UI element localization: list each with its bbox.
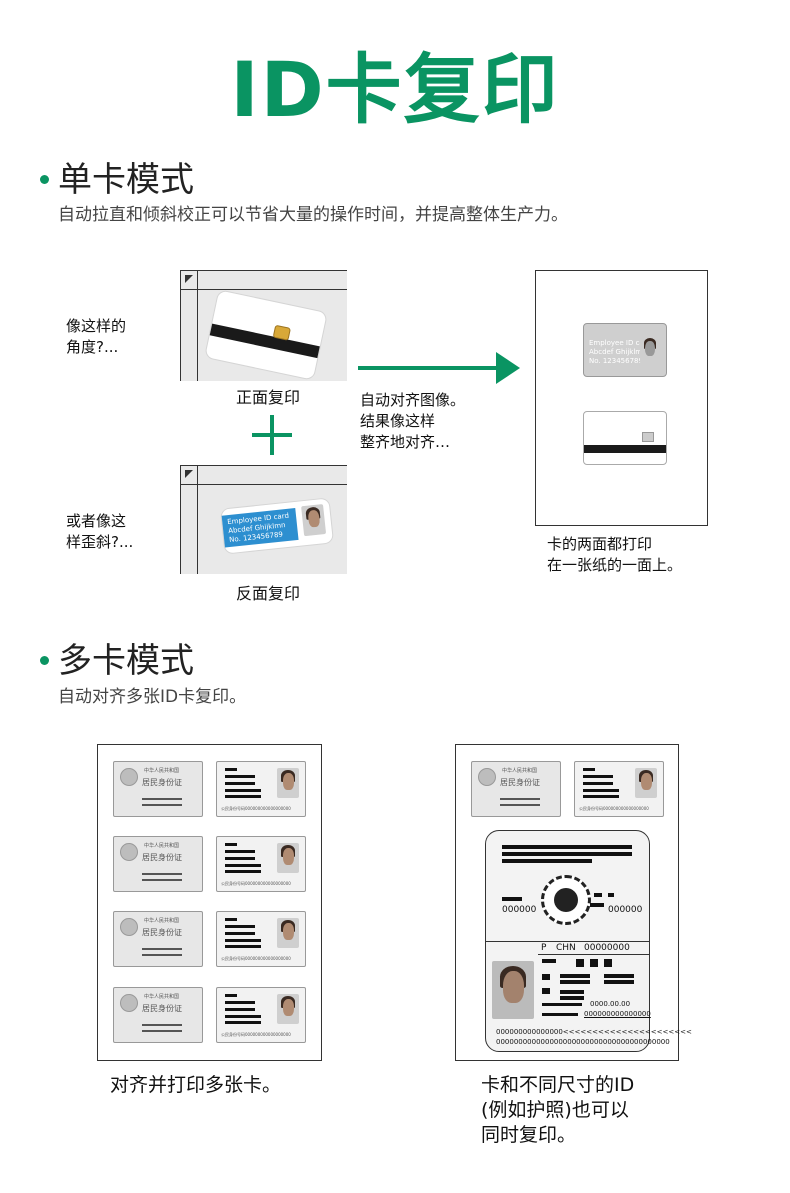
card-back-skewed: Employee ID card Abcdef Ghijklmn No. 123… [220,498,334,554]
section-description-multi: 自动对齐多张ID卡复印。 [58,687,247,707]
magnetic-stripe [209,323,320,359]
id-front-line: 居民身份证 [142,1004,182,1013]
id-card-front: 中华人民共和国居民身份证 [113,911,203,967]
id-number-value: 000000000000000000 [245,881,291,886]
arrow-text: 自动对齐图像。结果像这样整齐地对齐… [360,391,466,451]
id-number-label: 公民身份号码 [221,881,245,886]
section-heading-multi: 多卡模式 [58,641,194,681]
section-heading-single: 单卡模式 [58,160,194,200]
multi-right-caption: 卡和不同尺寸的ID (例如护照)也可以 同时复印。 [481,1074,635,1146]
card-front-tilted [205,290,327,380]
id-front-line: 居民身份证 [500,778,540,787]
front-copy-label: 正面复印 [236,388,301,407]
section-description-single: 自动拉直和倾斜校正可以节省大量的操作时间，并提高整体生产力。 [58,205,568,225]
result-page: Employee ID card Abcdef Ghijklmn No. 123… [535,270,708,526]
photo-portrait [640,336,660,364]
photo-portrait [301,504,327,537]
id-front-line: 中华人民共和国 [144,843,180,849]
scanner-glass-back: Employee ID card Abcdef Ghijklmn No. 123… [180,465,347,574]
page-title: ID卡复印 [230,45,560,134]
corner-marker-icon [185,275,193,283]
id-front-line: 中华人民共和国 [502,768,538,774]
id-card-front: 中华人民共和国居民身份证 [471,761,561,817]
result-card-back [583,411,667,465]
id-photo [635,768,657,798]
id-number-label: 公民身份号码 [221,1032,245,1037]
arrow-head-icon [496,352,520,384]
id-front-line: 居民身份证 [142,853,182,862]
note-angle: 像这样的角度?... [66,317,127,356]
bullet-icon [40,656,49,665]
plus-icon [252,415,292,455]
arrow-right-icon [358,366,498,370]
chip-icon [642,432,654,442]
id-photo [277,918,299,948]
id-front-line: 中华人民共和国 [144,994,180,1000]
id-front-line: 中华人民共和国 [144,768,180,774]
national-emblem-icon [120,843,138,861]
id-number-label: 公民身份号码 [221,956,245,961]
id-front-line: 中华人民共和国 [144,918,180,924]
id-photo [277,994,299,1024]
corner-marker-icon [185,470,193,478]
id-number-value: 000000000000000000 [603,806,649,811]
id-card-front: 中华人民共和国居民身份证 [113,836,203,892]
national-emblem-icon [478,768,496,786]
note-skew: 或者像这样歪斜?... [66,512,134,551]
id-card-front: 中华人民共和国居民身份证 [113,761,203,817]
result-caption: 卡的两面都打印在一张纸的一面上。 [547,535,683,574]
national-emblem-icon [120,994,138,1012]
id-number-value: 000000000000000000 [245,806,291,811]
back-copy-label: 反面复印 [236,584,301,603]
id-photo [277,843,299,873]
national-emblem-icon [120,768,138,786]
multi-left-caption: 对齐并打印多张卡。 [110,1074,282,1096]
id-photo [277,768,299,798]
id-front-line: 居民身份证 [142,928,182,937]
scanner-glass-front [180,270,347,381]
passport-photo [492,961,534,1019]
id-number-value: 000000000000000000 [245,956,291,961]
emblem-icon [541,875,591,925]
result-card-front: Employee ID card Abcdef Ghijklmn No. 123… [583,323,667,377]
id-card-front: 中华人民共和国居民身份证 [113,987,203,1043]
id-number-label: 公民身份号码 [221,806,245,811]
id-number-value: 000000000000000000 [245,1032,291,1037]
id-front-line: 居民身份证 [142,778,182,787]
id-number-label: 公民身份号码 [579,806,603,811]
national-emblem-icon [120,918,138,936]
multi-page-right: 000000 000000 P CHN 00000000 0000.00.00 … [455,744,692,1061]
passport-page: 000000 000000 P CHN 00000000 0000.00.00 … [485,830,692,1052]
bullet-icon [40,175,49,184]
